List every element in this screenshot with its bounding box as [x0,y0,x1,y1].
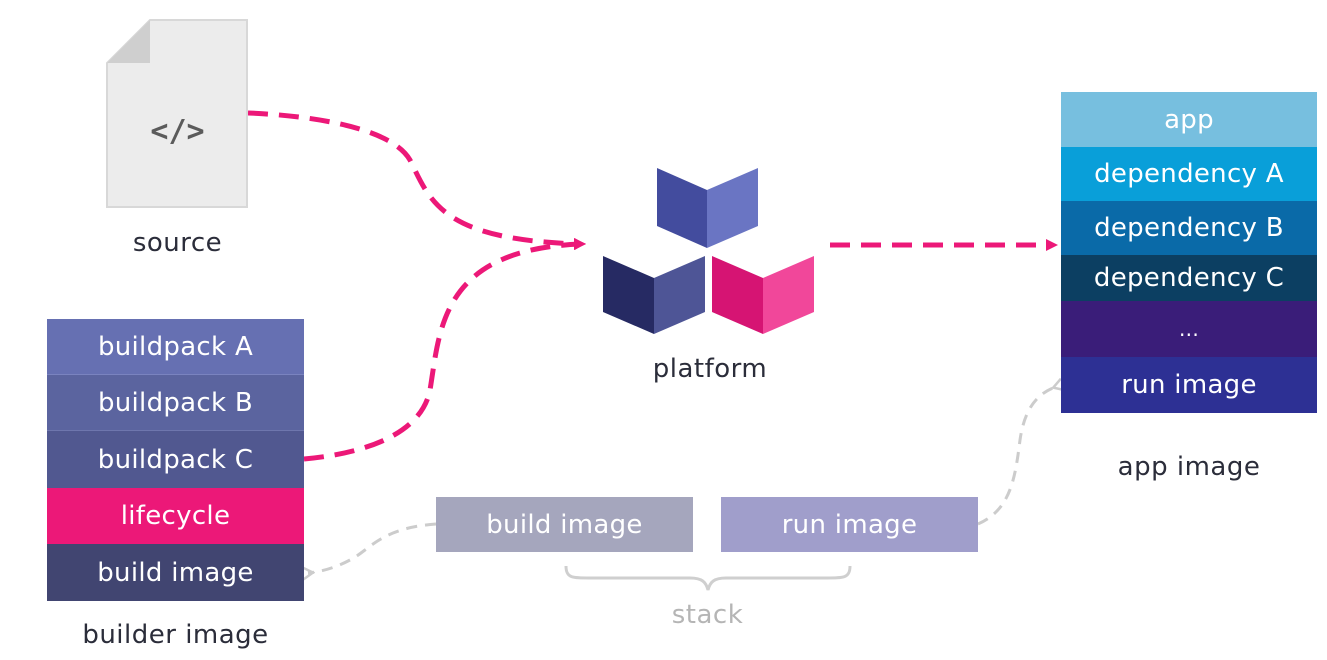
builder-layer-lifecycle: lifecycle [47,488,304,544]
app-layer-ellipsis: ... [1061,301,1317,357]
stack-label: stack [671,600,744,630]
arrow-builder-to-platform [303,238,586,462]
builder-image-stack: buildpack A buildpack B buildpack C life… [47,319,304,601]
builder-image-label: builder image [82,620,269,650]
stack-build-image: build image [436,497,693,552]
app-layer-app: app [1061,92,1317,147]
app-layer-run-image: run image [1061,357,1317,413]
builder-layer-buildpack-a: buildpack A [47,319,304,375]
arrow-run-image-to-app-image [977,386,1058,526]
app-layer-dependency-a: dependency A [1061,147,1317,201]
stack-run-image: run image [721,497,978,552]
app-layer-dependency-c: dependency C [1061,255,1317,301]
arrow-build-image-to-builder [308,522,437,573]
source-file-icon: </> [105,18,250,210]
platform-label: platform [652,354,768,384]
arrow-source-to-platform [247,110,586,250]
builder-layer-build-image: build image [47,544,304,601]
app-image-stack: app dependency A dependency B dependency… [1061,92,1317,413]
source-label: source [132,228,223,258]
builder-layer-buildpack-b: buildpack B [47,375,304,431]
app-layer-dependency-b: dependency B [1061,201,1317,255]
stack-brace [564,565,852,591]
source-code-glyph: </> [150,114,205,149]
builder-layer-buildpack-c: buildpack C [47,431,304,488]
app-image-label: app image [1117,452,1261,482]
